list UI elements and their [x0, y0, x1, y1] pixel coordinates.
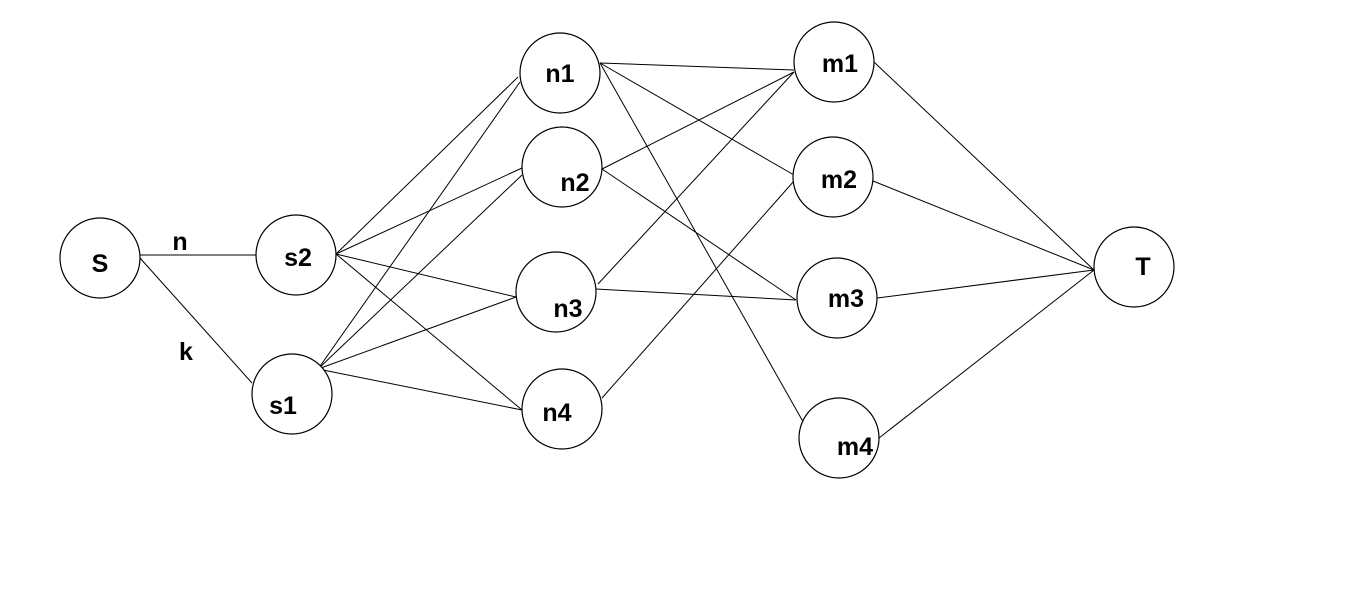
- edge-S-s1: [139, 257, 253, 384]
- edge-s1-n3: [317, 296, 517, 370]
- node-label-m3: m3: [828, 285, 864, 313]
- node-circle-m3: [796, 257, 878, 339]
- node-label-T: T: [1135, 253, 1150, 281]
- node-T: T: [1093, 226, 1175, 308]
- node-s2: s2: [255, 214, 337, 296]
- edge-label-S-s1: k: [179, 338, 193, 366]
- node-label-m4: m4: [837, 433, 873, 461]
- node-label-n3: n3: [553, 295, 582, 323]
- node-label-n4: n4: [542, 399, 571, 427]
- node-n2: n2: [521, 126, 603, 208]
- node-m1: m1: [793, 21, 875, 103]
- node-m2: m2: [792, 136, 874, 218]
- node-label-m2: m2: [821, 166, 857, 194]
- edge-n1-m4: [599, 62, 811, 435]
- node-circle-m4: [798, 397, 880, 479]
- edge-n3-m1: [597, 71, 795, 285]
- node-circle-m2: [792, 136, 874, 218]
- node-label-s2: s2: [284, 244, 312, 272]
- node-S: S: [59, 217, 141, 299]
- edge-m3-T: [876, 269, 1095, 299]
- node-circle-s1: [251, 353, 333, 435]
- edge-s2-n4: [335, 253, 523, 411]
- edge-m2-T: [872, 180, 1095, 271]
- node-circle-m1: [793, 21, 875, 103]
- node-label-s1: s1: [269, 392, 297, 420]
- edge-s1-n1: [317, 81, 521, 370]
- node-circle-n1: [519, 32, 601, 114]
- node-circle-n2: [521, 126, 603, 208]
- edge-s2-n3: [335, 253, 517, 298]
- edge-m1-T: [873, 61, 1095, 271]
- node-circle-n3: [515, 251, 597, 333]
- edges-layer: nk: [139, 61, 1095, 439]
- node-circle-S: [59, 217, 141, 299]
- node-n1: n1: [519, 32, 601, 114]
- edge-s1-n2: [317, 174, 523, 370]
- edge-s2-n1: [335, 76, 519, 255]
- node-circle-n4: [521, 368, 603, 450]
- node-n4: n4: [521, 368, 603, 450]
- node-label-S: S: [92, 250, 109, 278]
- edge-n3-m3: [595, 288, 797, 301]
- edge-label-S-s2: n: [172, 228, 187, 256]
- node-circle-s2: [255, 214, 337, 296]
- node-label-m1: m1: [822, 50, 858, 78]
- edge-n4-m2: [601, 180, 795, 399]
- node-m3: m3: [796, 257, 878, 339]
- edge-n2-m3: [601, 168, 797, 301]
- node-s1: s1: [251, 353, 333, 435]
- node-label-n1: n1: [545, 60, 574, 88]
- edge-n1-m1: [599, 62, 795, 71]
- edge-m4-T: [878, 269, 1095, 439]
- node-n3: n3: [515, 251, 597, 333]
- node-circle-T: [1093, 226, 1175, 308]
- node-label-n2: n2: [560, 169, 589, 197]
- node-m4: m4: [798, 397, 880, 479]
- edge-n1-m2: [599, 62, 795, 176]
- edge-s1-n4: [317, 368, 523, 411]
- edge-n2-m1: [601, 71, 795, 170]
